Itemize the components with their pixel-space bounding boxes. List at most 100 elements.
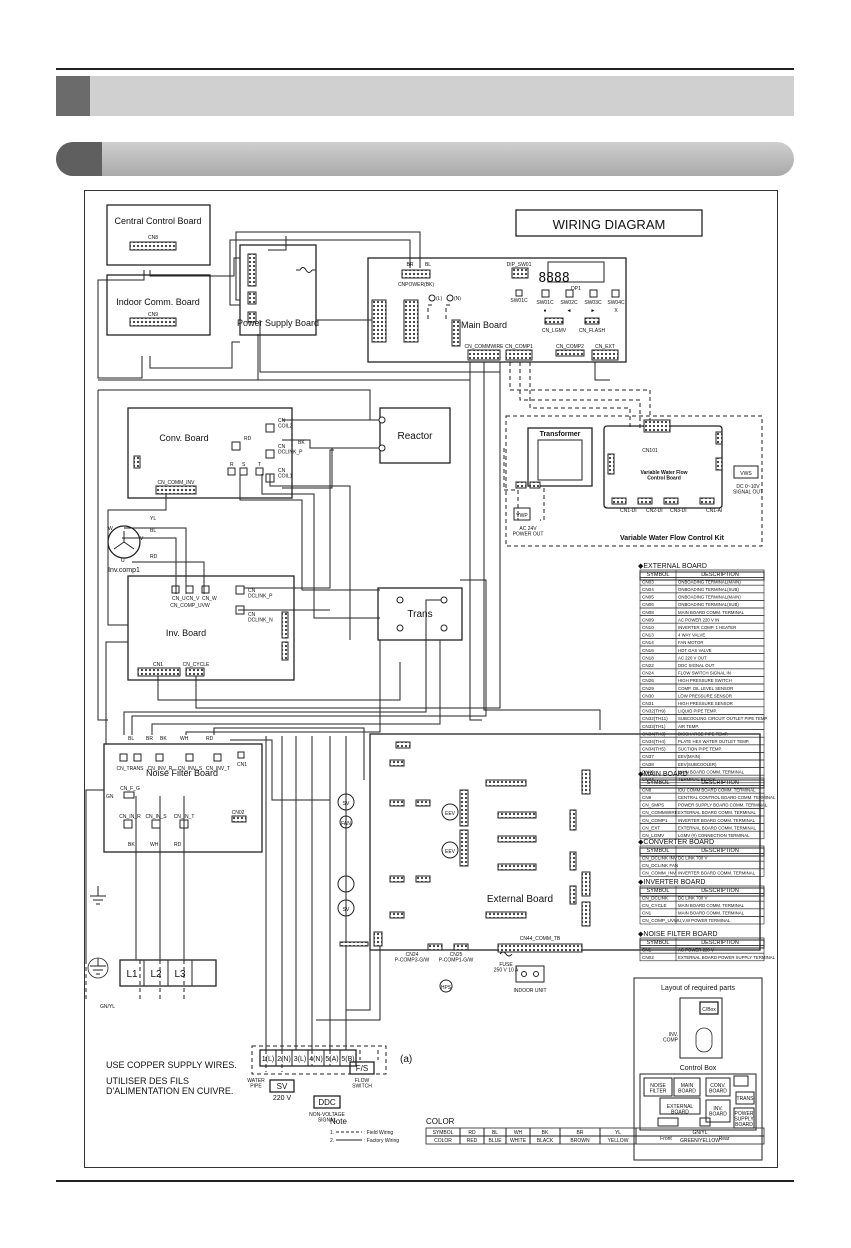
color-symbol-cell: WH	[514, 1130, 523, 1136]
fan-motor	[339, 815, 353, 829]
comm-inv-connector	[155, 485, 197, 495]
table-desc-cell: SUBCOOLING CIRCUIT OUTLET PIPE TEMP	[678, 716, 767, 721]
color-symbol-cell: BR	[577, 1130, 584, 1136]
svg-text:CN_EXT: CN_EXT	[595, 344, 615, 350]
svg-text:CN_U: CN_U	[172, 596, 186, 602]
svg-text:L2: L2	[150, 969, 162, 980]
color-symbol-cell: BL	[492, 1130, 498, 1136]
table-head-cell: DESCRIPTION	[701, 888, 739, 894]
svg-text:Rear: Rear	[719, 1136, 730, 1142]
svg-text:CN_COMM_INV: CN_COMM_INV	[158, 480, 196, 486]
sv-valve-2	[337, 899, 355, 917]
table-head-cell: DESCRIPTION	[701, 780, 739, 786]
table-symbol-cell: CN29	[642, 686, 654, 691]
inv-title: Inv. Board	[166, 628, 206, 638]
table-symbol-cell: CN33(TH1)	[642, 724, 666, 729]
table-row	[639, 830, 765, 840]
table-title: ◆INVERTER BOARD	[638, 879, 706, 886]
table-head-cell: SYMBOL	[647, 848, 670, 854]
comp2-connector	[555, 349, 585, 357]
external-title: External Board	[487, 894, 553, 905]
table-symbol-cell: CN13	[642, 633, 654, 638]
svg-text:L3: L3	[174, 969, 186, 980]
svg-text:CN1: CN1	[153, 662, 163, 668]
table-desc-cell: ONBOADING TERMINAL(SUB)	[678, 602, 739, 607]
table-desc-cell: ONBOADING TERMINAL(MAIN)	[678, 595, 741, 600]
flash-connector	[584, 317, 600, 325]
inv-cn1	[137, 667, 181, 677]
svg-text:CN2-DI: CN2-DI	[646, 508, 663, 514]
main-title: Main Board	[461, 320, 507, 330]
table-symbol-cell: CN1	[642, 947, 652, 952]
svg-text:CN8: CN8	[148, 235, 158, 241]
svg-text:220 V: 220 V	[273, 1095, 292, 1102]
table-symbol-cell: CN34(TH4)	[642, 739, 666, 744]
table-row	[639, 868, 765, 877]
trans	[377, 587, 463, 641]
svg-text:CNPOWER(BK): CNPOWER(BK)	[398, 282, 434, 288]
svg-text:CN_LGMV: CN_LGMV	[542, 328, 567, 334]
svg-text:BR: BR	[146, 736, 153, 742]
svg-text:F/S: F/S	[356, 1064, 368, 1073]
table-symbol-cell: CN05	[642, 595, 654, 600]
ground-icon	[90, 886, 106, 905]
table-symbol-cell: CN34(TH3)	[642, 731, 666, 736]
svg-text:CN_W: CN_W	[202, 596, 217, 602]
table-desc-cell: ONBOADING TERMINAL(MAIN)	[678, 579, 741, 584]
svg-text:2(N): 2(N)	[277, 1056, 291, 1063]
svg-text:SW03C: SW03C	[584, 300, 602, 306]
svg-text:5(A): 5(A)	[325, 1056, 338, 1063]
sv-load	[269, 1079, 295, 1093]
svg-text:RD: RD	[206, 736, 214, 742]
vwf-kit-title: Variable Water Flow Control Kit	[620, 535, 725, 542]
layout-parts-box	[633, 977, 763, 1161]
table-symbol-cell: CN_LGMV	[642, 833, 665, 838]
trans-label: Trans	[407, 609, 432, 620]
table-head-cell: SYMBOL	[647, 572, 670, 578]
svg-text:◄: ◄	[567, 308, 572, 314]
svg-text:SW04C: SW04C	[607, 300, 625, 306]
table-desc-cell: MAIN BOARD COMM. TERMINAL	[678, 903, 745, 908]
sw01c-button	[541, 289, 550, 298]
svg-text:C/Box: C/Box	[702, 1007, 716, 1013]
svg-text:CN3-DI: CN3-DI	[670, 508, 687, 514]
conv-dclinkp	[265, 449, 275, 459]
svg-text:CN_COMMWIRE: CN_COMMWIRE	[465, 344, 505, 350]
svg-text:CN101: CN101	[642, 448, 658, 454]
table-desc-cell: COMP. OIL LEVEL SENSOR	[678, 686, 733, 691]
color-name-cell: GREEN/YELLOW	[680, 1138, 720, 1144]
table-symbol-cell: CN_COMM_INV	[642, 871, 677, 876]
power-supply-board	[239, 244, 317, 336]
table-desc-cell: DISCHARGE PIPE TEMP.	[678, 731, 728, 736]
conv-coil1	[265, 473, 275, 483]
diagram-frame	[84, 190, 778, 1168]
table-desc-cell: AC 220 V OUT	[678, 655, 707, 660]
svg-text:R: R	[230, 462, 234, 468]
svg-text:1(L): 1(L)	[262, 1056, 274, 1063]
comp1-connector	[505, 349, 533, 361]
table-symbol-cell: CN30	[642, 693, 654, 698]
vwp-box	[513, 507, 531, 521]
svg-text:Inv.comp1: Inv.comp1	[108, 567, 140, 574]
table-title: ◆NOISE FILTER BOARD	[638, 931, 718, 938]
footer-rule	[56, 1180, 794, 1182]
sv-valve-1	[337, 793, 355, 811]
color-name-cell: WHITE	[510, 1138, 527, 1144]
color-name-cell: BLUE	[488, 1138, 502, 1144]
dip-switch	[511, 267, 529, 279]
table-row	[639, 752, 765, 761]
svg-text:DIP_SW01: DIP_SW01	[507, 262, 532, 268]
svg-text:Transformer: Transformer	[540, 431, 581, 438]
svg-text:BL: BL	[128, 736, 134, 742]
svg-text:Control Box: Control Box	[680, 1065, 717, 1072]
svg-text:5(B): 5(B)	[341, 1056, 354, 1063]
lgmv-connector	[544, 317, 564, 325]
svg-text:FAN: FAN	[341, 821, 351, 827]
table-symbol-cell: CN22	[642, 663, 654, 668]
table-symbol-cell: CN16	[642, 648, 654, 653]
color-symbol-cell: BK	[542, 1130, 549, 1136]
